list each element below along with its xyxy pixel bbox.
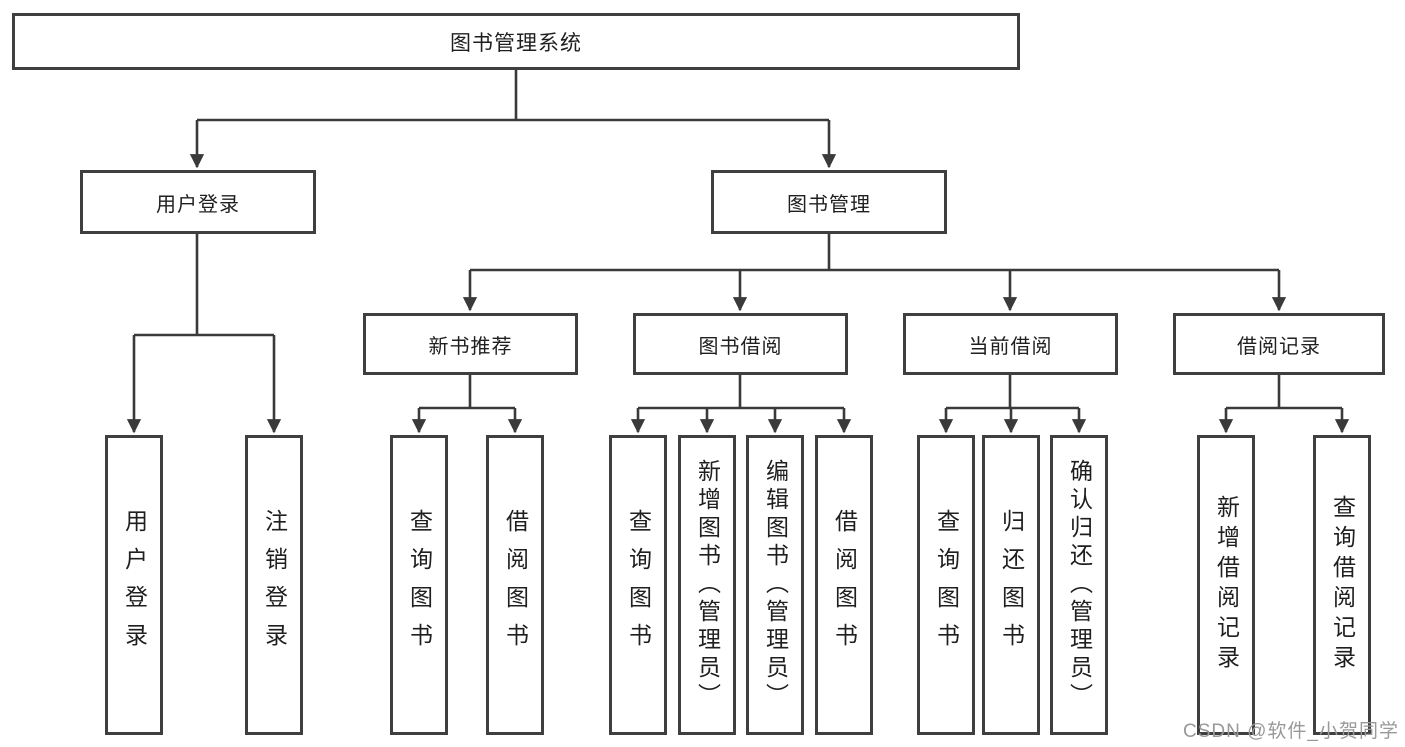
- leaf-user-login-label: 用户登录: [121, 509, 148, 661]
- node-new-book-recommend: 新书推荐: [363, 313, 578, 375]
- edges-book-management: [462, 234, 1287, 312]
- edges-root: [189, 70, 837, 169]
- leaf-nbr-query-books-label: 查询图书: [406, 509, 433, 661]
- node-borrow-records: 借阅记录: [1173, 313, 1385, 375]
- leaf-bb-query-books-label: 查询图书: [625, 509, 652, 661]
- leaf-br-add-record: 新增借阅记录: [1197, 435, 1255, 735]
- node-book-management: 图书管理: [711, 170, 947, 234]
- node-current-borrow: 当前借阅: [903, 313, 1118, 375]
- node-library-management-system: 图书管理系统: [12, 13, 1020, 70]
- leaf-bb-borrow-books-label: 借阅图书: [831, 509, 858, 661]
- leaf-cb-query-books-label: 查询图书: [933, 509, 960, 661]
- leaf-user-login: 用户登录: [105, 435, 163, 735]
- leaf-bb-add-books-admin: 新增图书（管理员）: [678, 435, 736, 735]
- leaf-cb-confirm-return-admin: 确认归还（管理员）: [1050, 435, 1108, 735]
- leaf-nbr-borrow-books-label: 借阅图书: [502, 509, 529, 661]
- edges-new-book-recommend: [411, 375, 523, 434]
- edges-current-borrow: [938, 375, 1087, 434]
- leaf-br-query-record: 查询借阅记录: [1313, 435, 1371, 735]
- leaf-cb-return-books: 归还图书: [982, 435, 1040, 735]
- leaf-nbr-query-books: 查询图书: [390, 435, 448, 735]
- leaf-br-add-record-label: 新增借阅记录: [1213, 495, 1240, 675]
- leaf-bb-edit-books-admin: 编辑图书（管理员）: [746, 435, 804, 735]
- node-book-borrow: 图书借阅: [633, 313, 848, 375]
- leaf-cb-query-books: 查询图书: [917, 435, 975, 735]
- leaf-nbr-borrow-books: 借阅图书: [486, 435, 544, 735]
- edges-user-login: [126, 234, 282, 434]
- leaf-bb-edit-books-admin-label: 编辑图书（管理员）: [762, 459, 789, 711]
- csdn-watermark: CSDN @软件_小贺同学: [1183, 721, 1399, 742]
- leaf-logout-label: 注销登录: [261, 509, 288, 661]
- leaf-bb-borrow-books: 借阅图书: [815, 435, 873, 735]
- node-user-login: 用户登录: [80, 170, 316, 234]
- leaf-logout: 注销登录: [245, 435, 303, 735]
- leaf-cb-return-books-label: 归还图书: [998, 509, 1025, 661]
- edges-borrow-records: [1218, 375, 1350, 434]
- edges-book-borrow: [630, 375, 852, 434]
- leaf-bb-add-books-admin-label: 新增图书（管理员）: [694, 459, 721, 711]
- leaf-cb-confirm-return-admin-label: 确认归还（管理员）: [1066, 459, 1093, 711]
- leaf-bb-query-books: 查询图书: [609, 435, 667, 735]
- leaf-br-query-record-label: 查询借阅记录: [1329, 495, 1356, 675]
